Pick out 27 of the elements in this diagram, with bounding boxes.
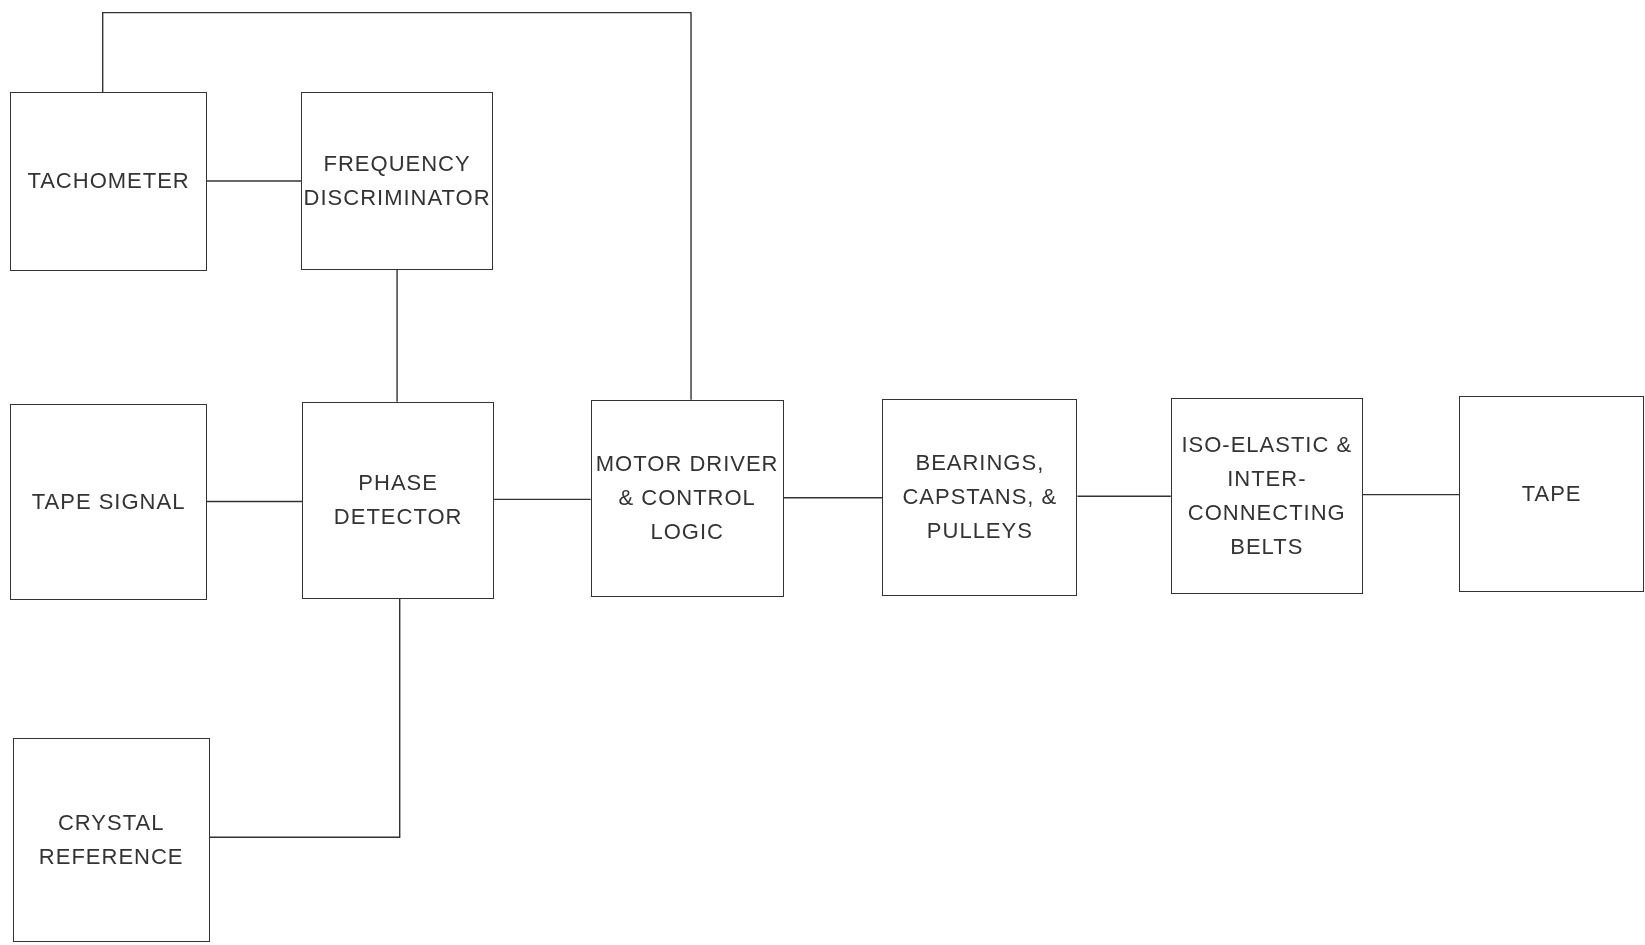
block-label: ISO-ELASTIC & INTER-CONNECTING BELTS	[1180, 430, 1354, 561]
block-box	[12, 737, 210, 943]
block-box	[301, 92, 494, 270]
connector-line	[1076, 495, 1172, 497]
block-box	[10, 92, 207, 271]
connector-line	[209, 598, 401, 838]
connector-line	[205, 180, 302, 182]
connector-line	[396, 268, 398, 403]
connector-line	[102, 11, 692, 401]
block-box	[882, 398, 1078, 596]
block-label: TAPE	[1521, 479, 1582, 508]
block-label: PHASE DETECTOR	[332, 469, 464, 532]
block-box	[590, 399, 784, 597]
block-label: CRYSTAL REFERENCE	[37, 808, 185, 871]
block-box	[1170, 397, 1363, 594]
connector-line	[782, 497, 883, 499]
connector-line	[493, 498, 592, 501]
block-label: BEARINGS, CAPSTANS, & PULLEYS	[901, 449, 1059, 546]
block-label: FREQUENCY DISCRIMINATOR	[303, 149, 491, 212]
connector-line	[1362, 493, 1460, 496]
block-label: TAPE SIGNAL	[31, 487, 186, 516]
connector-line	[205, 500, 303, 503]
block-label: TACHOMETER	[27, 167, 190, 196]
block-box	[302, 401, 495, 599]
block-box	[10, 403, 207, 601]
block-box	[1459, 395, 1644, 592]
block-label: MOTOR DRIVER & CONTROL LOGIC	[595, 450, 779, 547]
